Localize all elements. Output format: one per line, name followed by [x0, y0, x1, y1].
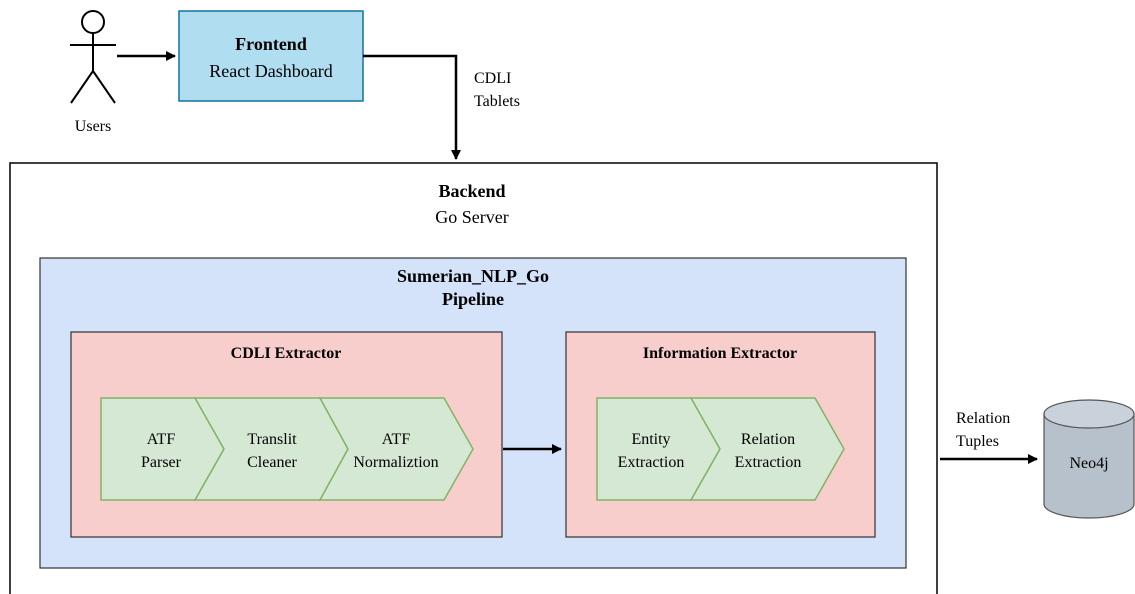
- backend-subtitle: Go Server: [435, 207, 508, 227]
- pipeline-title-line1: Sumerian_NLP_Go: [397, 266, 549, 286]
- information-extractor-title: Information Extractor: [643, 345, 797, 362]
- frontend-title: Frontend: [235, 34, 307, 54]
- atf-parser-label-line2: Parser: [141, 454, 182, 471]
- translit-cleaner-label-line2: Cleaner: [247, 454, 297, 471]
- atf-normalization-label-line1: ATF: [382, 431, 411, 448]
- translit-cleaner-label-line1: Translit: [247, 431, 297, 448]
- backend-title: Backend: [438, 181, 505, 201]
- neo4j-label: Neo4j: [1069, 455, 1108, 472]
- relation-extraction-label-line1: Relation: [741, 431, 795, 448]
- frontend-box: [178, 10, 364, 102]
- frontend-to-backend-arrow: [363, 54, 461, 160]
- relation-tuples-label-line1: Relation: [956, 410, 1010, 427]
- pipeline-title-line2: Pipeline: [442, 289, 504, 309]
- cdli-tablets-label-line1: CDLI: [474, 70, 511, 87]
- relation-extraction-label-line2: Extraction: [735, 454, 802, 471]
- users-label: Users: [75, 118, 111, 135]
- neo4j-database-icon: [1043, 399, 1135, 519]
- entity-extraction-label-line1: Entity: [631, 431, 670, 448]
- frontend-subtitle: React Dashboard: [209, 61, 332, 81]
- cdli-extractor-title: CDLI Extractor: [231, 345, 342, 362]
- cdli-tablets-label-line2: Tablets: [474, 93, 520, 110]
- relation-extraction-step: [689, 397, 845, 501]
- atf-normalization-step: [318, 397, 474, 501]
- atf-parser-label-line1: ATF: [147, 431, 176, 448]
- relation-tuples-label-line2: Tuples: [956, 433, 999, 450]
- users-actor-icon: [70, 10, 116, 104]
- atf-normalization-label-line2: Normaliztion: [353, 454, 438, 471]
- entity-extraction-label-line2: Extraction: [618, 454, 685, 471]
